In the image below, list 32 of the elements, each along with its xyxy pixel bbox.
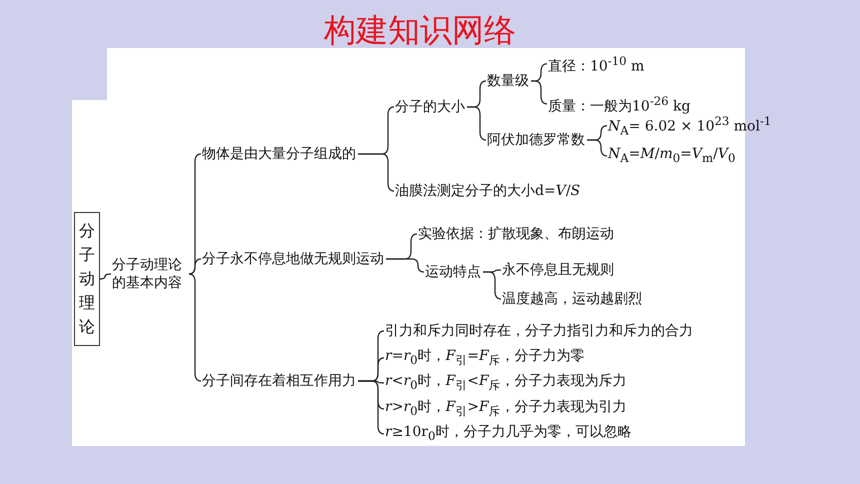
branch-text: 数量级	[487, 72, 529, 90]
brace-connector	[531, 80, 548, 104]
branch-text: r>r$_{0}$时，F$_{引}$>F$_{斥}$，分子力表现为引力	[385, 398, 627, 420]
branch-text: r≥10r$_{0}$时，分子力几乎为零，可以忽略	[385, 423, 632, 445]
branch-text: 运动特点	[425, 263, 481, 281]
branch-text: N$_{A}$=M/m$_{0}$=V$_{m}$/V$_{0}$	[608, 145, 736, 167]
brace-connector	[98, 273, 112, 280]
brace-connector	[467, 106, 486, 141]
branch-text: 分子动理论的基本内容	[112, 256, 190, 292]
branch-text: 分子的大小	[395, 98, 465, 116]
branch-text: 油膜法测定分子的大小d=V/S	[395, 182, 580, 200]
branch-text: 分子永不停息地做无规则运动	[202, 250, 384, 268]
branch-text: 实验依据：扩散现象、布朗运动	[418, 225, 614, 243]
branch-text: 阿伏加德罗常数	[487, 131, 585, 149]
title: 构建知识网络	[323, 10, 517, 50]
branch-text: 物体是由大量分子组成的	[202, 145, 356, 163]
branch-text: 质量：一般为10$^{-26}$ kg	[548, 92, 691, 116]
branch-text: 温度越高，运动越剧烈	[502, 290, 642, 308]
branch-text: 引力和斥力同时存在，分子力指引力和斥力的合力	[385, 322, 693, 340]
brace-connector	[188, 273, 202, 382]
brace-connector	[358, 380, 384, 434]
brace-connector	[188, 258, 202, 275]
brace-connector	[483, 271, 502, 300]
branch-text: 永不停息且无规则	[502, 261, 614, 279]
branch-text: r=r$_{0}$时，F$_{引}$=F$_{斥}$，分子力为零	[385, 347, 585, 369]
branch-text: 分子间存在着相互作用力	[202, 372, 356, 390]
topic-box: 分子动理论	[74, 212, 100, 346]
branch-text: 直径：10$^{-10}$ m	[548, 52, 644, 76]
brace-connector	[386, 258, 424, 273]
branch-text: r<r$_{0}$时，F$_{引}$<F$_{斥}$，分子力表现为斥力	[385, 372, 627, 394]
brace-connector	[587, 139, 608, 156]
brace-connector	[358, 153, 394, 192]
